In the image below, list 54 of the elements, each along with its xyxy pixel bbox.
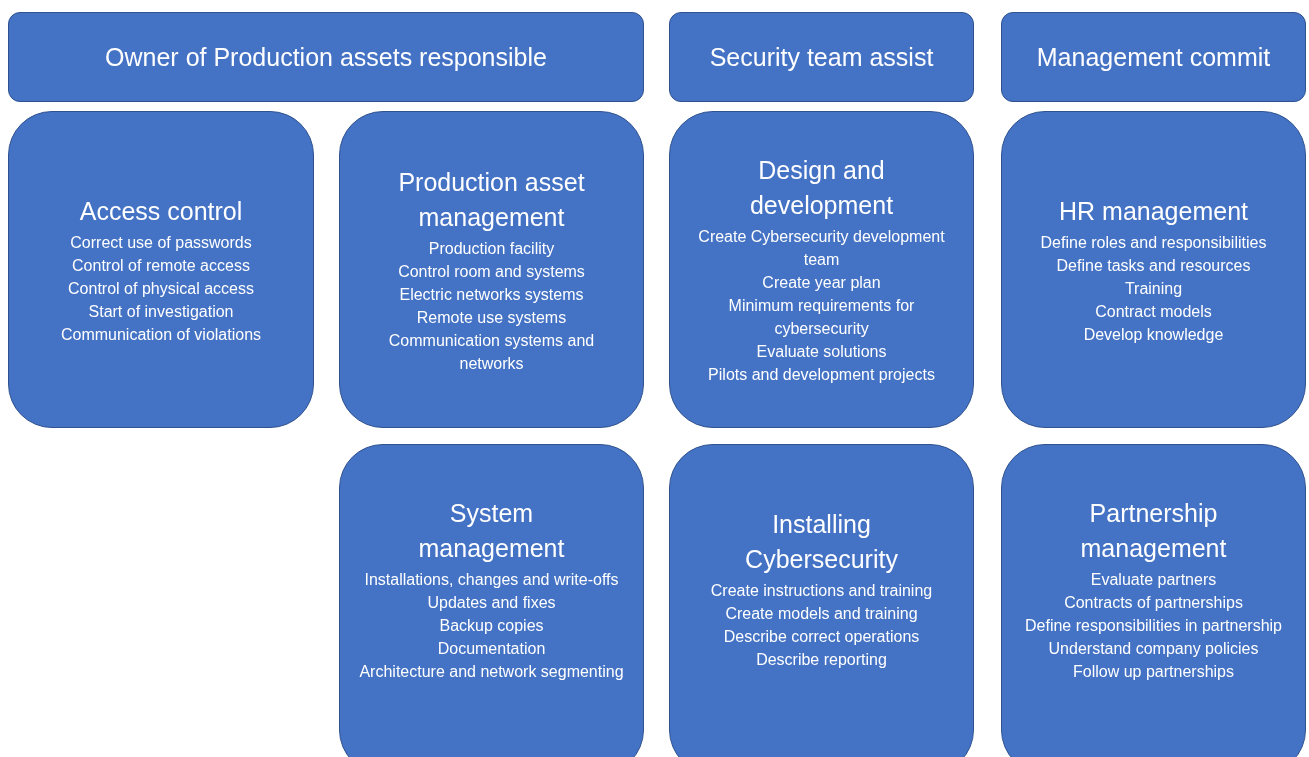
list-item: Control of physical access — [67, 278, 255, 299]
list-item: Create models and training — [724, 604, 919, 624]
category-box — [1001, 444, 1306, 757]
category-title: Partnership management — [1079, 497, 1228, 564]
list-item: Pilots and development projects — [707, 365, 936, 385]
header-box — [1001, 12, 1306, 102]
list-item: Evaluate solutions — [755, 342, 888, 362]
list-item: Start of investigation — [87, 301, 235, 322]
list-item: Backup copies — [438, 615, 545, 636]
list-item: Create year plan — [761, 273, 882, 293]
category-title: System management — [417, 497, 566, 564]
list-item: Updates and fixes — [426, 592, 557, 613]
list-item: Define tasks and resources — [1055, 255, 1252, 276]
category-box — [8, 111, 314, 428]
list-item: Contract models — [1094, 301, 1213, 322]
list-item: Training — [1123, 278, 1184, 299]
category-title: Access control — [78, 195, 244, 227]
list-item: Describe reporting — [755, 650, 888, 670]
header-box — [8, 12, 644, 102]
category-title: HR management — [1058, 195, 1249, 227]
list-item: Remote use systems — [415, 307, 568, 328]
list-item: Correct use of passwords — [69, 232, 253, 253]
category-box — [339, 111, 644, 428]
category-box — [1001, 111, 1306, 428]
category-title: Production asset management — [397, 166, 586, 233]
list-item: Control of remote access — [71, 255, 251, 276]
list-item: Describe correct operations — [722, 627, 921, 647]
list-item: Production facility — [427, 238, 556, 259]
category-title: Installing Cybersecurity — [744, 509, 899, 575]
list-item: Electric networks systems — [398, 284, 585, 305]
list-item: Understand company policies — [1047, 638, 1260, 659]
list-item: Communication of violations — [59, 324, 263, 345]
list-item: Define responsibilities in partnership — [1024, 615, 1283, 636]
header-title: Owner of Production assets responsible — [105, 41, 547, 73]
list-item: Develop knowledge — [1082, 324, 1225, 345]
header-box — [669, 12, 974, 102]
list-item: Create instructions and training — [709, 581, 934, 601]
category-box — [669, 111, 974, 428]
list-item: Evaluate partners — [1089, 569, 1218, 590]
list-item: Create Cybersecurity development team — [697, 227, 946, 270]
list-item: Documentation — [436, 638, 547, 659]
list-item: Define roles and responsibilities — [1039, 232, 1268, 253]
list-item: Contracts of partnerships — [1063, 592, 1244, 613]
header-title: Security team assist — [709, 41, 934, 73]
list-item: Minimum requirements for cybersecurity — [727, 296, 916, 339]
header-title: Management commit — [1036, 41, 1271, 73]
category-box — [669, 444, 974, 757]
list-item: Control room and systems — [397, 261, 586, 282]
list-item: Communication systems and networks — [387, 330, 596, 374]
list-item: Follow up partnerships — [1072, 661, 1235, 682]
list-item: Architecture and network segmenting — [358, 661, 625, 682]
list-item: Installations, changes and write-offs — [363, 569, 620, 590]
category-box — [339, 444, 644, 757]
category-title: Design and development — [748, 155, 895, 221]
